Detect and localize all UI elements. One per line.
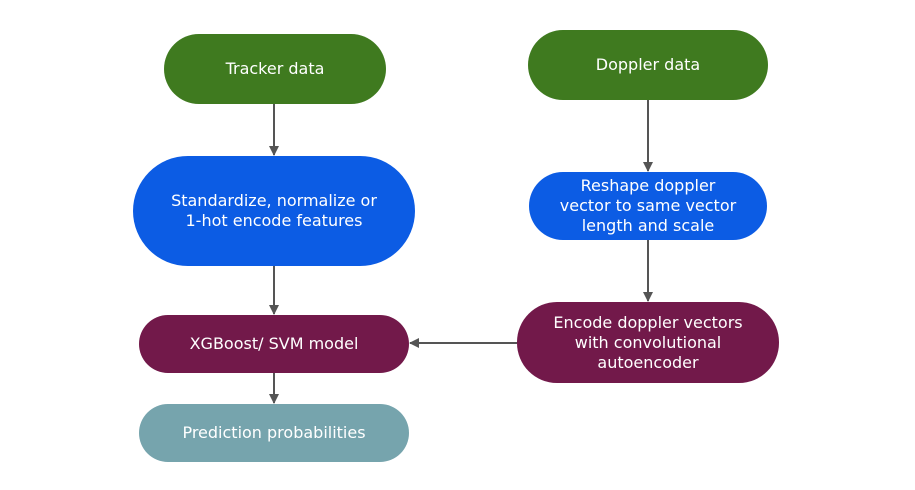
node-tracker-data: Tracker data [164, 34, 386, 104]
node-prediction-probabilities: Prediction probabilities [139, 404, 409, 462]
node-reshape-doppler: Reshape doppler vector to same vector le… [529, 172, 767, 240]
node-doppler-data: Doppler data [528, 30, 768, 100]
node-encode-doppler-autoencoder: Encode doppler vectors with convolutiona… [517, 302, 779, 383]
node-standardize-features: Standardize, normalize or 1-hot encode f… [133, 156, 415, 266]
node-xgboost-svm-model: XGBoost/ SVM model [139, 315, 409, 373]
